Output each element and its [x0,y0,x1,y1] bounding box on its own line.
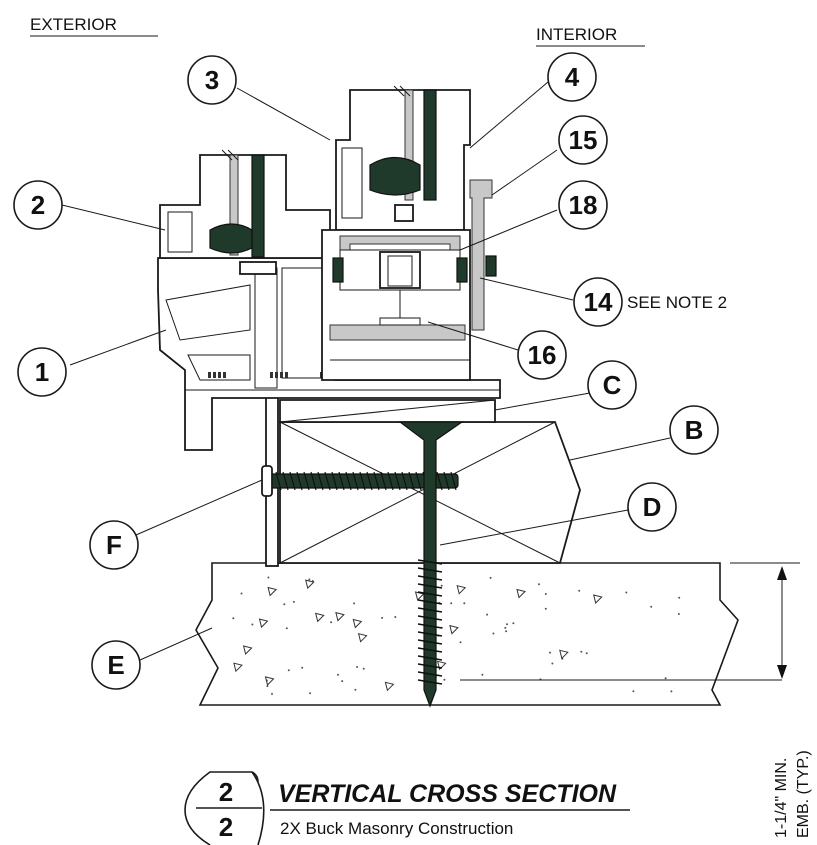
svg-text:E: E [107,650,124,680]
svg-text:2: 2 [31,190,45,220]
interior-sash [335,85,471,231]
svg-text:D: D [643,492,662,522]
callout-balloons: 1 2 3 4 15 18 14 16 C B D F E [13,52,719,690]
svg-text:15: 15 [569,125,598,155]
exterior-heading: EXTERIOR [30,15,117,34]
callout-4: 4 [547,52,597,102]
interior-frame [321,229,471,381]
svg-text:18: 18 [569,190,598,220]
svg-text:4: 4 [565,62,580,92]
dimension-line2: EMB. (TYP.) [795,750,812,838]
callout-F: F [89,520,139,570]
dimension-line1: 1-1/4" MIN. [773,758,790,838]
callout-3: 3 [187,55,237,105]
shim-taper [279,399,496,423]
svg-text:14: 14 [584,287,613,317]
interior-heading: INTERIOR [536,25,617,44]
horizontal-screw [261,465,459,497]
svg-text:C: C [603,370,622,400]
leader-lines [61,81,782,681]
callout-B: B [669,405,719,455]
embedment-dimension: 1-1/4" MIN. EMB. (TYP.) [730,562,812,838]
callout-2: 2 [13,180,63,230]
callout-D: D [627,482,677,532]
concrete-slab [195,562,739,706]
svg-text:F: F [106,530,122,560]
svg-text:3: 3 [205,65,219,95]
interior-stop [469,179,497,331]
svg-text:B: B [685,415,704,445]
detail-number: 2 [219,777,233,807]
callout-1: 1 [17,347,67,397]
svg-text:1: 1 [35,357,49,387]
masonry-screw [398,421,464,708]
svg-text:16: 16 [528,340,557,370]
see-note-label: SEE NOTE 2 [627,293,727,312]
callout-C: C [587,360,637,410]
callout-16: 16 [517,330,567,380]
callout-E: E [91,640,141,690]
callout-18: 18 [558,180,608,230]
detail-title: VERTICAL CROSS SECTION [278,780,617,808]
callout-15: 15 [558,115,608,165]
callout-14: 14 [573,277,623,327]
exterior-sash [159,149,331,275]
sheet-number: 2 [219,812,233,842]
title-block: 2 2 VERTICAL CROSS SECTION 2X Buck Mason… [184,771,630,845]
detail-subtitle: 2X Buck Masonry Construction [280,819,513,838]
aggregate-speckles [232,576,681,695]
